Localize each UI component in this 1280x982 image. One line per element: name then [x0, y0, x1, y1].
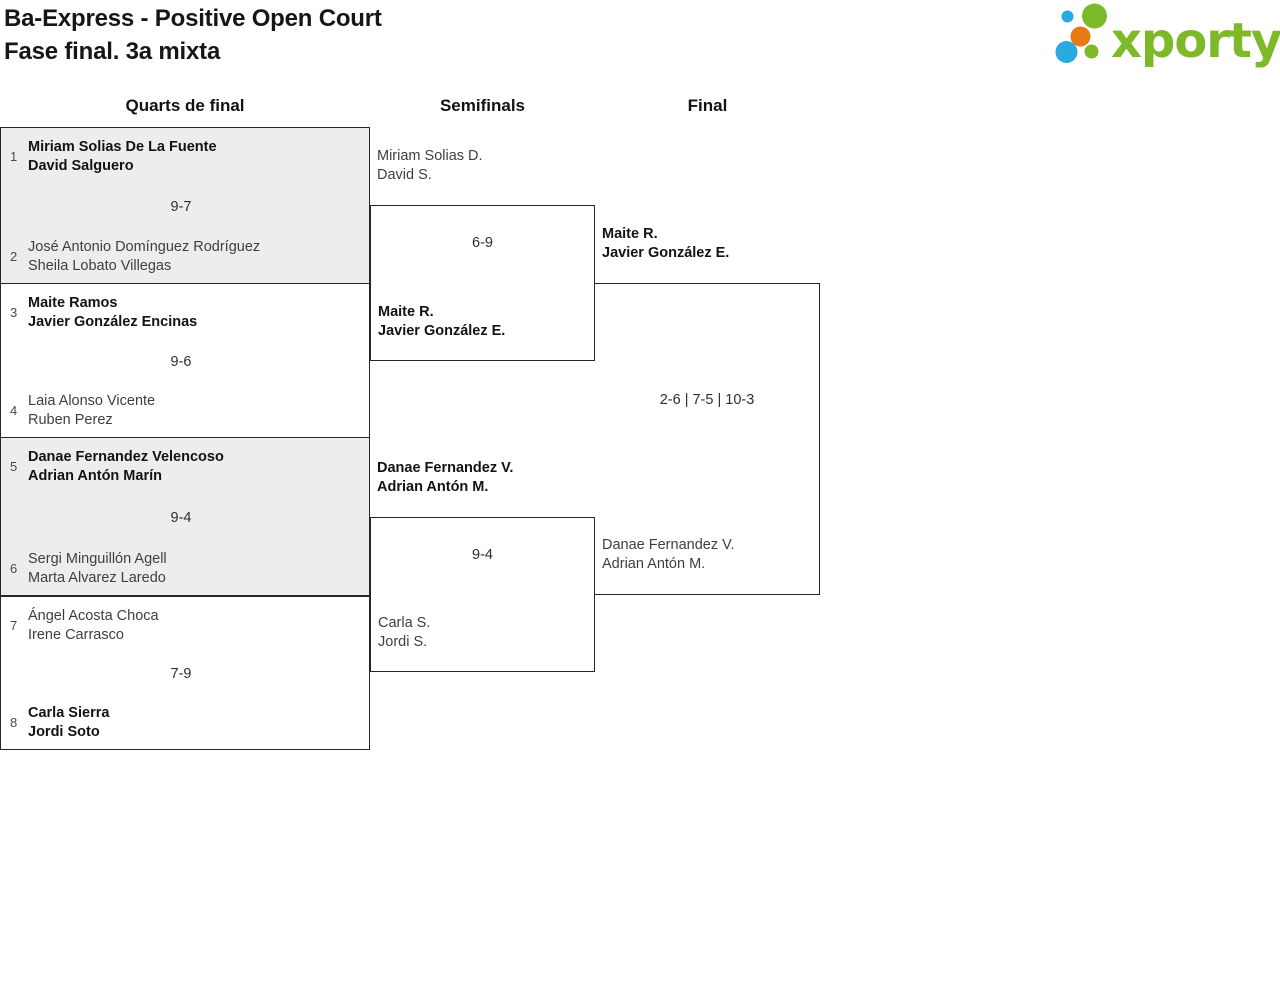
- seed-number: 8: [10, 715, 18, 730]
- round-header-semifinals: Semifinals: [439, 96, 526, 115]
- qf1-team-bottom: 2 José Antonio Domínguez Rodríguez Sheil…: [1, 238, 361, 275]
- player-name: Marta Alvarez Laredo: [28, 569, 166, 586]
- xporty-logo[interactable]: xporty: [1045, 0, 1280, 72]
- logo-dot-green-large-icon: [1082, 3, 1107, 29]
- match-score: 2-6 | 7-5 | 10-3: [659, 392, 755, 408]
- xporty-logo-text: xporty: [1111, 13, 1280, 69]
- player-name: Miriam Solias De La Fuente: [28, 139, 217, 155]
- logo-dot-blue-small-icon: [1061, 10, 1074, 23]
- match-score: 9-4: [472, 547, 493, 563]
- sf-match-1[interactable]: 6-9 Maite R. Javier González E.: [370, 205, 595, 361]
- qf1-team-top: 1 Miriam Solias De La Fuente David Salgu…: [1, 138, 361, 175]
- sf1-team-top: Miriam Solias D. David S.: [377, 147, 592, 184]
- match-score: 9-6: [170, 353, 192, 370]
- player-name: Javier González E.: [602, 244, 730, 261]
- player-name: Jordi Soto: [28, 723, 100, 740]
- sf2-team-top: Danae Fernandez V. Adrian Antón M.: [377, 459, 592, 496]
- seed-number: 1: [10, 149, 18, 164]
- player-name: Maite R.: [378, 304, 434, 320]
- team-names: José Antonio Domínguez Rodríguez Sheila …: [28, 238, 260, 275]
- tournament-title: Ba-Express - Positive Open Court Fase fi…: [4, 2, 382, 68]
- tournament-phase-line: Fase final. 3a mixta: [4, 38, 221, 65]
- logo-dot-blue-large-icon: [1055, 41, 1078, 63]
- team-names: Miriam Solias De La Fuente David Salguer…: [28, 138, 217, 175]
- match-score: 9-4: [170, 509, 192, 526]
- player-name: Maite R.: [602, 226, 658, 242]
- player-name: Irene Carrasco: [28, 626, 124, 643]
- team-names: Danae Fernandez Velencoso Adrian Antón M…: [28, 448, 224, 485]
- player-name: Ángel Acosta Choca: [28, 608, 159, 624]
- player-name: Adrian Antón M.: [602, 555, 706, 572]
- player-name: Javier González E.: [378, 322, 506, 339]
- player-name: Laia Alonso Vicente: [28, 393, 156, 409]
- player-name: Jordi S.: [378, 633, 428, 650]
- seed-number: 5: [10, 459, 18, 474]
- qf3-team-top: 5 Danae Fernandez Velencoso Adrian Antón…: [1, 448, 361, 485]
- team-names: Ángel Acosta Choca Irene Carrasco: [28, 607, 159, 644]
- qf-match-2[interactable]: 3 Maite Ramos Javier González Encinas 9-…: [0, 283, 370, 438]
- tournament-title-line: Ba-Express - Positive Open Court: [4, 5, 382, 32]
- match-score: 7-9: [170, 666, 192, 682]
- qf-match-1[interactable]: 1 Miriam Solias De La Fuente David Salgu…: [0, 127, 370, 284]
- final-team-bottom: Danae Fernandez V. Adrian Antón M.: [602, 536, 734, 573]
- round-header-quarterfinals: Quarts de final: [125, 96, 245, 115]
- qf2-team-bottom: 4 Laia Alonso Vicente Ruben Perez: [1, 392, 361, 429]
- team-names: Laia Alonso Vicente Ruben Perez: [28, 392, 155, 429]
- player-name: David S.: [377, 166, 432, 183]
- player-name: Danae Fernandez V.: [602, 537, 735, 553]
- seed-number: 2: [10, 249, 18, 264]
- sf-match-2[interactable]: 9-4 Carla S. Jordi S.: [370, 517, 595, 672]
- player-name: Miriam Solias D.: [377, 148, 483, 164]
- player-name: Danae Fernandez V.: [377, 460, 514, 476]
- player-name: Carla S.: [378, 615, 431, 631]
- player-name: Sheila Lobato Villegas: [28, 257, 172, 274]
- match-score: 9-7: [170, 198, 192, 215]
- player-name: Ruben Perez: [28, 411, 113, 428]
- qf-match-3[interactable]: 5 Danae Fernandez Velencoso Adrian Antón…: [0, 437, 370, 596]
- seed-number: 3: [10, 305, 18, 320]
- team-names: Sergi Minguillón Agell Marta Alvarez Lar…: [28, 550, 167, 587]
- team-names: Maite Ramos Javier González Encinas: [28, 294, 197, 331]
- player-name: David Salguero: [28, 157, 134, 174]
- match-score: 6-9: [472, 235, 493, 251]
- round-header-final: Final: [687, 96, 728, 115]
- qf4-team-bottom: 8 Carla Sierra Jordi Soto: [1, 704, 361, 741]
- seed-number: 6: [10, 561, 18, 576]
- player-name: Carla Sierra: [28, 705, 110, 721]
- final-match[interactable]: 2-6 | 7-5 | 10-3 Danae Fernandez V. Adri…: [595, 283, 820, 595]
- logo-dot-orange-icon: [1070, 26, 1091, 47]
- seed-number: 7: [10, 618, 18, 633]
- team-names: Carla Sierra Jordi Soto: [28, 704, 109, 741]
- player-name: Maite Ramos: [28, 295, 118, 311]
- player-name: José Antonio Domínguez Rodríguez: [28, 239, 261, 255]
- final-team-top: Maite R. Javier González E.: [602, 225, 817, 262]
- player-name: Sergi Minguillón Agell: [28, 551, 167, 567]
- logo-dot-green-small-icon: [1084, 44, 1099, 59]
- player-name: Adrian Antón M.: [377, 478, 489, 495]
- qf3-team-bottom: 6 Sergi Minguillón Agell Marta Alvarez L…: [1, 550, 361, 587]
- player-name: Adrian Antón Marín: [28, 467, 162, 484]
- qf4-team-top: 7 Ángel Acosta Choca Irene Carrasco: [1, 607, 361, 644]
- seed-number: 4: [10, 403, 18, 418]
- qf-match-4[interactable]: 7 Ángel Acosta Choca Irene Carrasco 7-9 …: [0, 596, 370, 750]
- player-name: Javier González Encinas: [28, 313, 198, 330]
- player-name: Danae Fernandez Velencoso: [28, 449, 224, 465]
- xporty-logo-graphic: xporty: [1055, 3, 1280, 69]
- sf1-team-bottom: Maite R. Javier González E.: [378, 303, 505, 340]
- sf2-team-bottom: Carla S. Jordi S.: [378, 614, 430, 651]
- qf2-team-top: 3 Maite Ramos Javier González Encinas: [1, 294, 361, 331]
